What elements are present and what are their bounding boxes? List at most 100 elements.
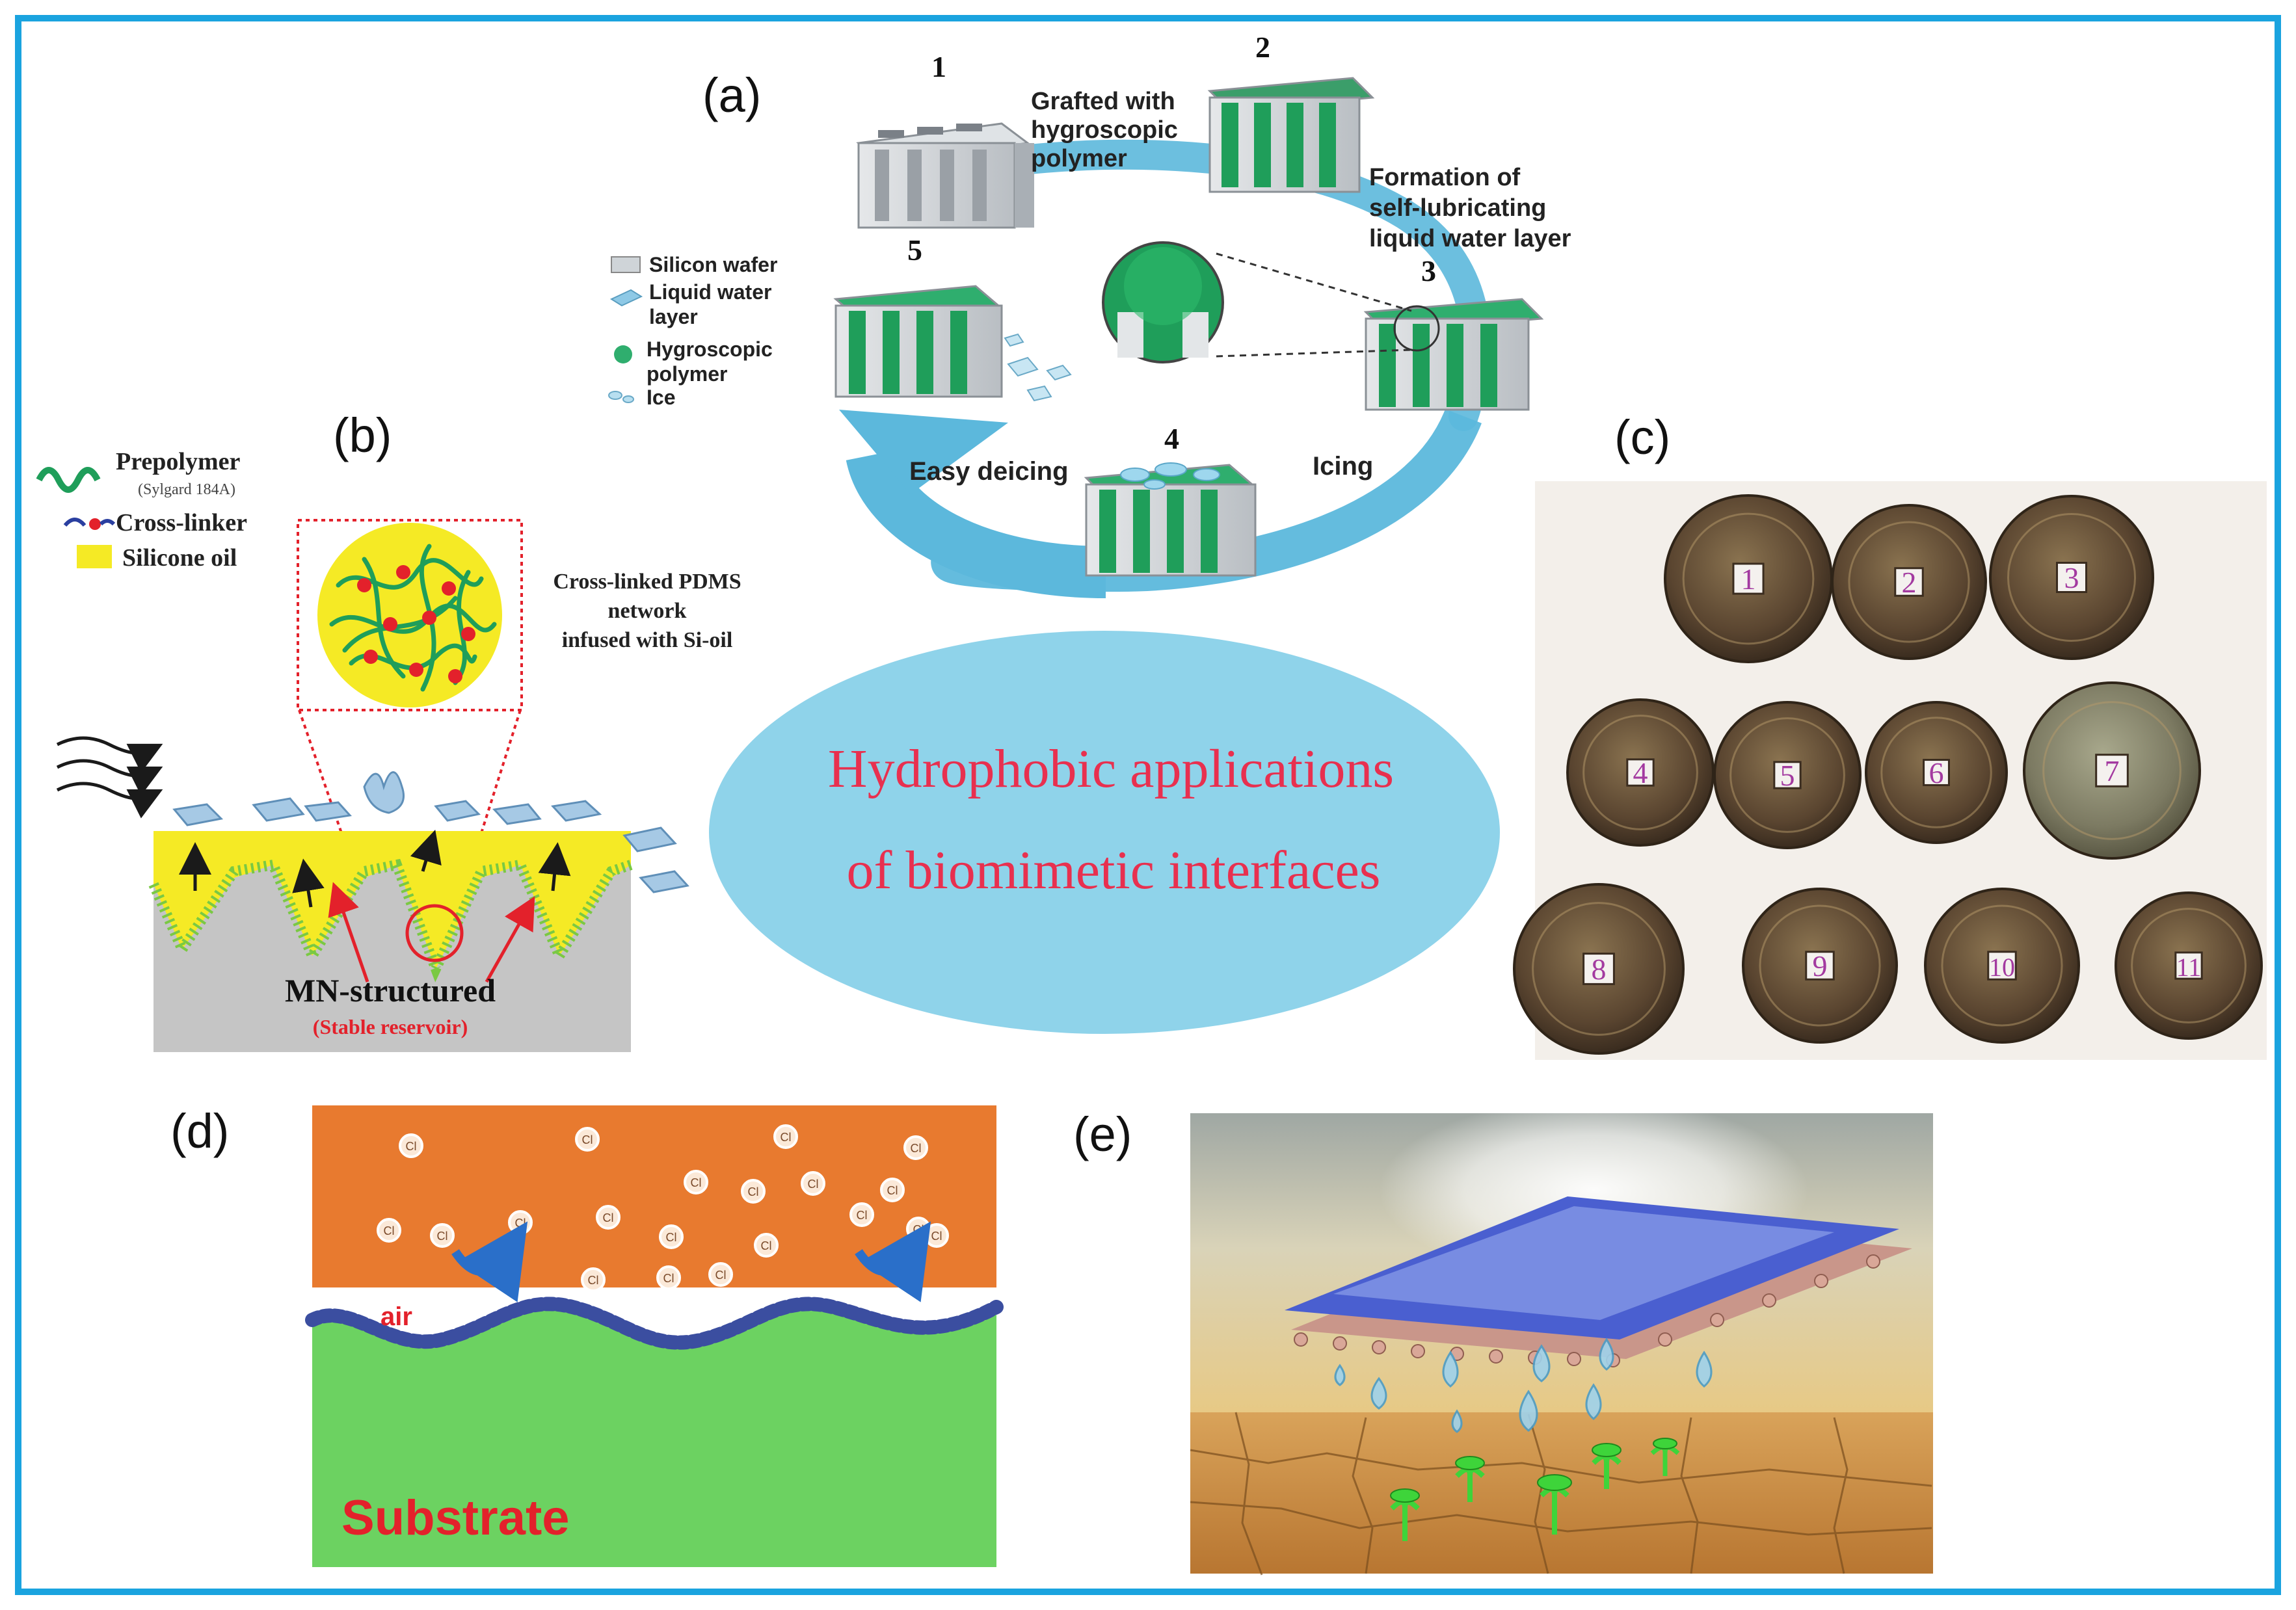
chloride-ion-label: Cl bbox=[406, 1140, 417, 1153]
chloride-ion bbox=[754, 1233, 779, 1258]
chloride-ion-label: Cl bbox=[808, 1178, 819, 1191]
chloride-ion-label: Cl bbox=[588, 1274, 599, 1287]
desert-scene bbox=[1190, 1099, 1933, 1576]
chloride-ion bbox=[903, 1135, 928, 1160]
coin-hole bbox=[1987, 951, 2017, 981]
coin-number: 3 bbox=[2064, 561, 2079, 594]
coin-number: 6 bbox=[1929, 756, 1944, 789]
coin-number: 5 bbox=[1780, 759, 1795, 792]
network-line3: infused with Si-oil bbox=[562, 628, 733, 652]
legend-water-swatch bbox=[609, 289, 643, 307]
chloride-ion bbox=[377, 1218, 401, 1243]
zoom-circle bbox=[1102, 241, 1412, 363]
chloride-ion-label: Cl bbox=[857, 1209, 868, 1222]
chloride-ion-label: Cl bbox=[666, 1231, 677, 1244]
repel-arrows bbox=[451, 1221, 931, 1302]
legend-water-line2: layer bbox=[649, 305, 698, 328]
reservoir-highlight bbox=[405, 904, 464, 962]
coin-number: 2 bbox=[1902, 566, 1917, 599]
grafted-line2: hygroscopic bbox=[1031, 116, 1178, 144]
deicing-label: Easy deicing bbox=[909, 457, 1069, 486]
legend-ice: Ice bbox=[647, 386, 675, 409]
coin-rim bbox=[1848, 521, 1970, 643]
coin-rim bbox=[2042, 701, 2182, 840]
coin-hole bbox=[1626, 758, 1655, 787]
silicone-oil-layer bbox=[154, 831, 631, 969]
green-substrate bbox=[312, 1304, 996, 1567]
crosslinker-icon bbox=[63, 518, 87, 527]
coin-hole bbox=[1923, 759, 1950, 786]
coin-number: 9 bbox=[1813, 949, 1828, 983]
chloride-ion-label: Cl bbox=[603, 1211, 614, 1224]
coin-hole bbox=[2174, 951, 2203, 980]
coin-rim bbox=[1941, 904, 2063, 1027]
center-ellipse bbox=[709, 631, 1500, 1034]
grafted-line1: Grafted with bbox=[1031, 88, 1175, 115]
chloride-ion bbox=[801, 1171, 825, 1196]
water-drops bbox=[1334, 1338, 1713, 1433]
formation-line1: Formation of bbox=[1369, 164, 1521, 191]
block-3 bbox=[1363, 298, 1544, 411]
chloride-ion bbox=[575, 1127, 600, 1152]
cycle-arrowhead bbox=[839, 410, 1008, 494]
coin-hole bbox=[2056, 562, 2087, 593]
chloride-ion-label: Cl bbox=[913, 1223, 924, 1236]
step-2: 2 bbox=[1255, 31, 1270, 64]
legend-b: Prepolymer (Sylgard 184A) Cross-linker S… bbox=[36, 448, 247, 572]
chloride-ion bbox=[656, 1265, 681, 1290]
block-1 bbox=[856, 122, 1034, 229]
coin-rim bbox=[2007, 513, 2136, 642]
chloride-ion-label: Cl bbox=[663, 1272, 674, 1285]
coin-number: 7 bbox=[2105, 754, 2120, 787]
formation-line3: liquid water layer bbox=[1369, 225, 1571, 252]
block-5 bbox=[833, 285, 1072, 402]
chloride-ion bbox=[741, 1179, 766, 1204]
legend-silicon-swatch bbox=[611, 256, 641, 273]
coin-hole bbox=[1805, 951, 1835, 981]
legend-a: Silicon wafer Liquid water layer Hygrosc… bbox=[608, 253, 777, 409]
coin-hole bbox=[1582, 953, 1615, 985]
air-label: air bbox=[380, 1302, 412, 1331]
chloride-ion-label: Cl bbox=[437, 1230, 448, 1243]
chloride-ion bbox=[880, 1178, 905, 1202]
legend-silicon: Silicon wafer bbox=[649, 253, 777, 276]
chloride-ion bbox=[596, 1205, 621, 1230]
coin-number: 10 bbox=[1989, 953, 2015, 982]
chloride-ion-label: Cl bbox=[931, 1230, 942, 1243]
legend-polymer-line1: Hygroscopic bbox=[647, 337, 773, 361]
step-4: 4 bbox=[1164, 422, 1179, 455]
chloride-ion bbox=[399, 1133, 423, 1158]
mn-structured-label: MN-structured bbox=[285, 972, 496, 1009]
prepolymer-icon bbox=[36, 467, 101, 493]
legend-polymer-line2: polymer bbox=[647, 362, 727, 386]
chloride-ion-label: Cl bbox=[515, 1217, 526, 1230]
center-title-line1: Hydrophobic applications bbox=[828, 739, 1394, 799]
network-zoom-box bbox=[297, 519, 523, 711]
network-line2: network bbox=[608, 599, 687, 623]
coin-hole bbox=[1732, 562, 1765, 595]
substrate-label: Substrate bbox=[341, 1490, 570, 1546]
mn-profile bbox=[148, 858, 633, 983]
legend-oil: Silicone oil bbox=[122, 544, 237, 572]
crosslink-points bbox=[357, 565, 475, 683]
legend-water-line1: Liquid water bbox=[649, 280, 771, 304]
figure-frame bbox=[15, 15, 2281, 1595]
block-4 bbox=[1084, 462, 1257, 577]
chloride-ion bbox=[708, 1262, 733, 1287]
center-title-line2: of biomimetic interfaces bbox=[846, 840, 1380, 901]
chloride-ion-label: Cl bbox=[715, 1269, 727, 1282]
coin-rim bbox=[1759, 904, 1881, 1027]
grafted-line3: polymer bbox=[1031, 145, 1127, 172]
network-line1: Cross-linked PDMS bbox=[553, 570, 741, 594]
coin-number: 8 bbox=[1592, 953, 1607, 986]
coin-rim bbox=[1880, 717, 1992, 828]
legend-ice-swatch bbox=[608, 391, 634, 403]
panel-label-c: (c) bbox=[1614, 410, 1670, 464]
chloride-ion bbox=[773, 1124, 798, 1149]
legend-polymer-swatch bbox=[614, 345, 632, 363]
formation-line2: self-lubricating bbox=[1369, 194, 1546, 222]
panel-label-e: (e) bbox=[1073, 1107, 1132, 1161]
step-3: 3 bbox=[1421, 254, 1436, 287]
